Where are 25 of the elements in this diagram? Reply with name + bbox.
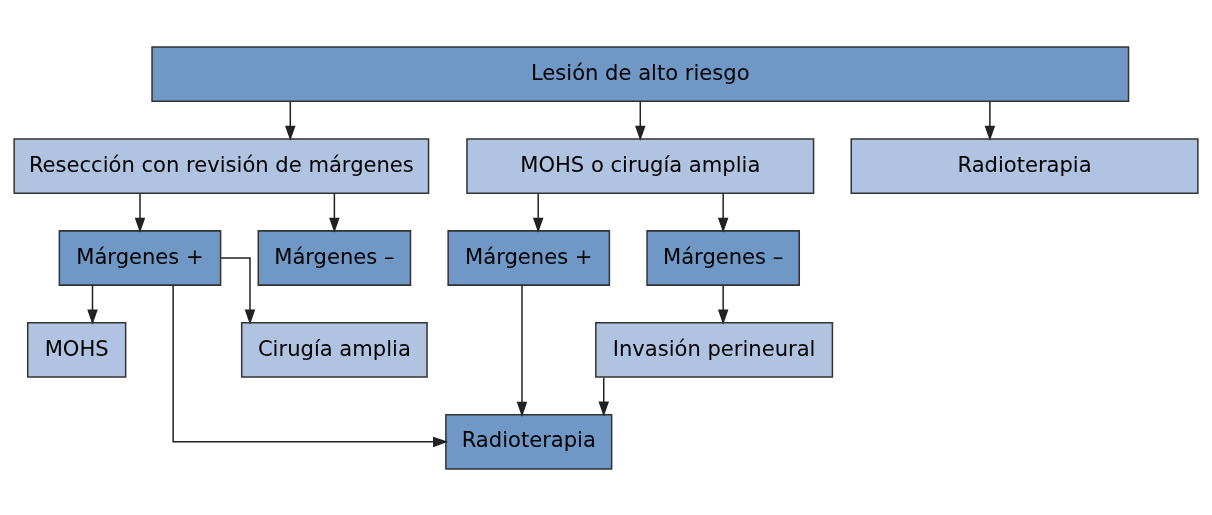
- arrow: [329, 192, 340, 233]
- arrow: [984, 100, 996, 141]
- node-box: Resección con revisión de márgenes: [13, 137, 430, 194]
- node-box: Radioterapia: [850, 137, 1199, 194]
- arrow: [717, 284, 729, 325]
- node-box: Márgenes –: [257, 229, 412, 286]
- node-box: Márgenes –: [646, 229, 801, 286]
- arrow: [598, 376, 610, 417]
- arrow: [134, 192, 146, 233]
- node-box: Radioterapia: [445, 413, 613, 470]
- arrow: [635, 100, 646, 141]
- node-box: Invasión perineural: [595, 321, 834, 378]
- arrow: [172, 283, 449, 447]
- arrow: [532, 192, 544, 233]
- node-box: MOHS o cirugía amplia: [466, 137, 815, 194]
- arrow: [285, 100, 296, 141]
- node-box: Márgenes +: [447, 229, 611, 286]
- arrow: [87, 284, 98, 325]
- arrow: [220, 256, 256, 325]
- node-box: Márgenes +: [58, 229, 222, 286]
- arrow: [516, 283, 528, 417]
- arrow: [717, 192, 729, 233]
- node-box: MOHS: [26, 321, 127, 378]
- node-box: Cirugía amplia: [240, 321, 428, 378]
- node-box: Lesión de alto riesgo: [151, 45, 1130, 102]
